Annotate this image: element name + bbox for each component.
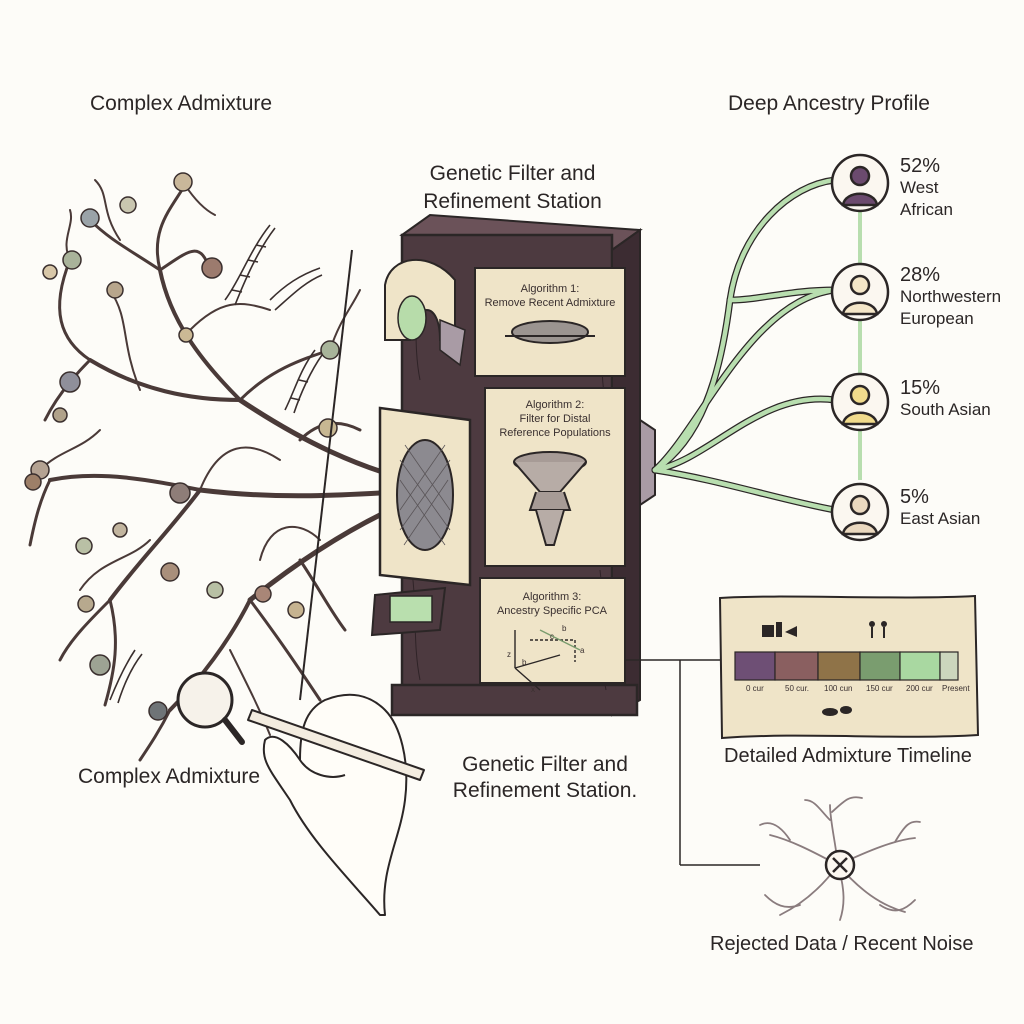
profile-title: Deep Ancestry Profile: [728, 92, 930, 115]
ancestry-name-line1: Northwestern: [900, 287, 1002, 306]
ancestry-name-line2: African: [900, 200, 953, 219]
timeline-tick-1: 50 cur.: [785, 684, 810, 693]
center-bottom-line2: Refinement Station.: [452, 779, 638, 802]
rejected-label: Rejected Data / Recent Noise: [710, 933, 974, 955]
ancestry-entry-northwestern-european: 28% Northwestern European: [900, 264, 1001, 330]
timeline-tick-2: 100 cun: [824, 684, 853, 693]
magnifier-icon: [176, 671, 245, 745]
avatar-east-asian: [830, 482, 890, 542]
left-bottom-label: Complex Admixture: [78, 765, 261, 788]
ancestry-percent: 28%: [900, 264, 941, 286]
reject-x-icon: [824, 849, 856, 881]
algorithm-2-desc-2: Reference Populations: [499, 427, 611, 439]
ancestry-percent: 5%: [900, 486, 929, 508]
ancestry-percent: 52%: [900, 155, 941, 177]
pca-axis-x: x: [531, 685, 535, 694]
algorithm-2-desc-1: Filter for Distal: [519, 413, 591, 425]
left-title: Complex Admixture: [90, 92, 273, 115]
dna-helix-icons: [109, 224, 323, 704]
ancestry-avatars: [830, 153, 890, 542]
timeline-figure-icons: [762, 621, 887, 716]
filter-machine: [370, 213, 656, 717]
ancestry-name-line1: South Asian: [900, 400, 991, 419]
population-nodes: [24, 172, 340, 721]
timeline-segment-3: [859, 651, 901, 681]
algorithm-3-title: Algorithm 3:: [522, 591, 582, 603]
pca-axis-a: a: [580, 646, 585, 655]
timeline-tick-0: 0 cur: [746, 684, 764, 693]
ancestry-flow-lines: [651, 176, 862, 514]
timeline-segment-1: [774, 651, 819, 681]
pca-axis-b-low: b: [522, 658, 527, 667]
timeline-segment-4: [899, 651, 941, 681]
algorithm-1-text: Algorithm 1: Remove Recent Admixture: [478, 282, 622, 310]
algorithm-2-title: Algorithm 2:: [525, 399, 585, 411]
timeline-tick-5: Present: [942, 684, 970, 693]
timeline-bar: [734, 651, 959, 681]
tree-divider-line: [299, 249, 353, 701]
ancestry-name-line1: East Asian: [900, 509, 981, 528]
pca-axis-b-top: b: [562, 624, 567, 633]
timeline-segment-2: [817, 651, 861, 681]
algorithm-1-title: Algorithm 1:: [520, 283, 580, 295]
output-connectors: [625, 659, 760, 866]
timeline-tick-3: 150 cur: [866, 684, 893, 693]
timeline-segment-5: [939, 651, 959, 681]
ancestry-entry-east-asian: 5% East Asian: [900, 486, 980, 530]
center-bottom-line1: Genetic Filter and: [462, 753, 628, 776]
rejected-noise-cluster: [759, 796, 921, 921]
avatar-west-african: [830, 153, 890, 213]
timeline-title: Detailed Admixture Timeline: [724, 745, 972, 767]
pca-axis-c: c: [550, 632, 554, 641]
avatar-south-asian: [830, 372, 890, 432]
timeline-tick-4: 200 cur: [906, 684, 933, 693]
center-title-line2: Refinement Station: [423, 190, 602, 213]
algorithm-1-desc: Remove Recent Admixture: [484, 297, 616, 309]
ancestry-percent: 15%: [900, 377, 941, 399]
ancestry-entry-south-asian: 15% South Asian: [900, 377, 991, 421]
avatar-northwestern-european: [830, 262, 890, 322]
algorithm-3-desc: Ancestry Specific PCA: [496, 605, 608, 617]
timeline-scroll: [718, 594, 980, 740]
center-title: Genetic Filter and Refinement Station: [405, 160, 620, 216]
ancestry-name-line2: European: [900, 309, 974, 328]
algorithm-3-text: Algorithm 3: Ancestry Specific PCA: [482, 590, 622, 618]
timeline-segment-0: [734, 651, 776, 681]
pca-axis-z: z: [507, 650, 511, 659]
admixture-tree: [28, 179, 433, 762]
hand-with-pen-icon: [247, 693, 425, 916]
ancestry-entry-west-african: 52% West African: [900, 155, 953, 221]
ancestry-name-line1: West: [900, 178, 939, 197]
algorithm-2-text: Algorithm 2: Filter for Distal Reference…: [487, 398, 623, 440]
center-bottom-label: Genetic Filter and Refinement Station.: [440, 752, 650, 804]
center-title-line1: Genetic Filter and: [429, 162, 596, 185]
